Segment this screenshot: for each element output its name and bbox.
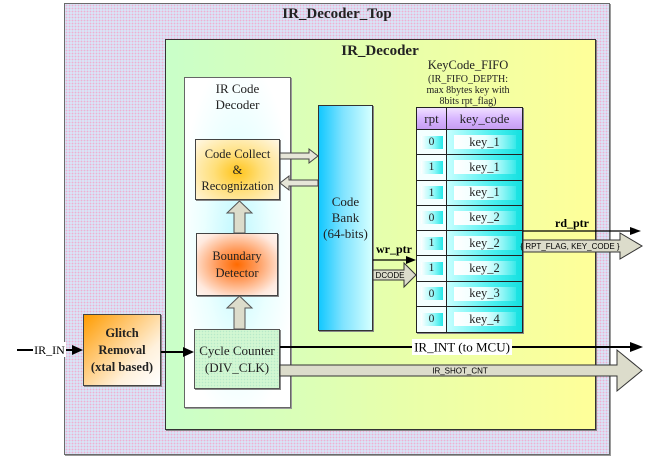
fifo-rpt-value: 1 bbox=[420, 236, 443, 250]
code-bank-label: (64-bits) bbox=[323, 226, 368, 241]
ir-code-decoder-title: IR Code bbox=[215, 81, 260, 96]
fifo-header-key-code: key_code bbox=[447, 108, 522, 130]
boundary-detector-label: Boundary bbox=[212, 248, 262, 263]
rd-ptr-arrowhead bbox=[630, 227, 641, 235]
code-bank-block: Code Bank (64-bits) bbox=[318, 105, 373, 331]
code-collect-label: Recognization bbox=[201, 178, 274, 193]
fifo-key-value: key_1 bbox=[453, 185, 516, 200]
glitch-removal-label: Removal bbox=[98, 342, 146, 357]
ir-in-arrowhead bbox=[72, 345, 83, 355]
fifo-rpt-value: 0 bbox=[420, 287, 443, 301]
fifo-key-value: key_2 bbox=[453, 261, 516, 276]
fifo-rpt-cell: 0 bbox=[417, 281, 447, 307]
ir-decoder-top-title: IR_Decoder_Top bbox=[282, 6, 392, 22]
fifo-rpt-value: 1 bbox=[420, 261, 443, 275]
code-collect-block: Code Collect & Recognization bbox=[195, 139, 280, 200]
wr-ptr-arrowhead bbox=[406, 256, 416, 264]
ir-shot-cnt-bus-arrow bbox=[279, 348, 643, 393]
fifo-key-cell: key_1 bbox=[447, 130, 522, 156]
rpt-key-bus-arrow bbox=[522, 232, 643, 260]
fifo-rpt-value: 1 bbox=[420, 186, 443, 200]
fifo-rpt-value: 0 bbox=[420, 312, 443, 326]
fifo-key-cell: key_2 bbox=[447, 256, 522, 282]
fifo-rpt-cell: 1 bbox=[417, 231, 447, 257]
wr-ptr-label: wr_ptr bbox=[376, 242, 413, 256]
ir-shot-cnt-label: IR_SHOT_CNT bbox=[432, 367, 488, 376]
dcode-bus-label: DCODE bbox=[376, 271, 405, 280]
cycle-counter-label: Cycle Counter bbox=[199, 343, 275, 358]
fifo-key-cell: key_2 bbox=[447, 231, 522, 257]
fifo-rpt-cell: 1 bbox=[417, 180, 447, 206]
fifo-rpt-cell: 0 bbox=[417, 306, 447, 332]
fifo-note-line: max 8bytes key with bbox=[426, 85, 510, 96]
fifo-header-rpt: rpt bbox=[417, 108, 447, 130]
ir-int-label: IR_INT (to MCU) bbox=[414, 340, 510, 355]
code-bank-label: Bank bbox=[331, 210, 360, 225]
fifo-key-value: key_3 bbox=[453, 286, 516, 301]
glitch-removal-label: (xtal based) bbox=[90, 359, 154, 374]
cycle-counter-block: Cycle Counter (DIV_CLK) bbox=[194, 329, 280, 389]
fifo-rpt-value: 0 bbox=[420, 135, 443, 149]
code-bank-label: Code bbox=[331, 194, 360, 209]
ir-int-arrowhead bbox=[630, 342, 643, 352]
glitch-to-counter-arrowhead bbox=[183, 347, 194, 357]
rpt-key-bus-label: { RPT_FLAG, KEY_CODE } bbox=[520, 242, 619, 251]
boundary-detector-label: Detector bbox=[215, 265, 259, 280]
ir-decoder-title: IR_Decoder bbox=[341, 43, 419, 59]
ir-in-label: IR_IN bbox=[34, 343, 65, 357]
fifo-key-cell: key_4 bbox=[447, 306, 522, 332]
code-collect-label: & bbox=[232, 162, 243, 177]
fifo-key-value: key_4 bbox=[453, 312, 516, 327]
fifo-note-line: 8bits rpt_flag) bbox=[439, 96, 497, 107]
collect-to-bank-arrow bbox=[279, 147, 319, 165]
keycode-fifo-table: rpt key_code 0 key_1 1 key_1 1 key_1 0 k… bbox=[416, 107, 523, 333]
boundary-to-collect-arrow bbox=[225, 200, 254, 234]
fifo-rpt-value: 1 bbox=[420, 160, 443, 174]
bank-to-collect-arrow bbox=[279, 174, 319, 192]
fifo-title: KeyCode_FIFO bbox=[427, 58, 509, 72]
fifo-rpt-cell: 1 bbox=[417, 155, 447, 181]
fifo-key-value: key_2 bbox=[453, 236, 516, 251]
fifo-key-value: key_1 bbox=[453, 135, 516, 150]
fifo-key-cell: key_3 bbox=[447, 281, 522, 307]
cycle-counter-label: (DIV_CLK) bbox=[204, 360, 270, 375]
fifo-key-value: key_1 bbox=[453, 160, 516, 175]
fifo-key-cell: key_1 bbox=[447, 180, 522, 206]
rd-ptr-label: rd_ptr bbox=[555, 216, 590, 230]
fifo-rpt-cell: 0 bbox=[417, 205, 447, 231]
ir-in-label-box bbox=[33, 342, 66, 357]
fifo-key-cell: key_2 bbox=[447, 205, 522, 231]
boundary-detector-block: Boundary Detector bbox=[196, 233, 278, 296]
ir-int-label-box bbox=[412, 339, 512, 355]
dcode-bus-arrow bbox=[372, 261, 417, 289]
fifo-note-line: (IR_FIFO_DEPTH: bbox=[427, 74, 508, 85]
fifo-rpt-cell: 0 bbox=[417, 130, 447, 156]
fifo-key-value: key_2 bbox=[453, 210, 516, 225]
code-collect-label: Code Collect bbox=[204, 146, 271, 161]
fifo-rpt-value: 0 bbox=[420, 211, 443, 225]
ir-code-decoder-title: Decoder bbox=[215, 97, 260, 112]
fifo-key-cell: key_1 bbox=[447, 155, 522, 181]
glitch-removal-label: Glitch bbox=[105, 325, 139, 340]
fifo-rpt-cell: 1 bbox=[417, 256, 447, 282]
counter-to-boundary-arrow bbox=[225, 295, 254, 330]
glitch-removal-block: Glitch Removal (xtal based) bbox=[83, 314, 161, 386]
